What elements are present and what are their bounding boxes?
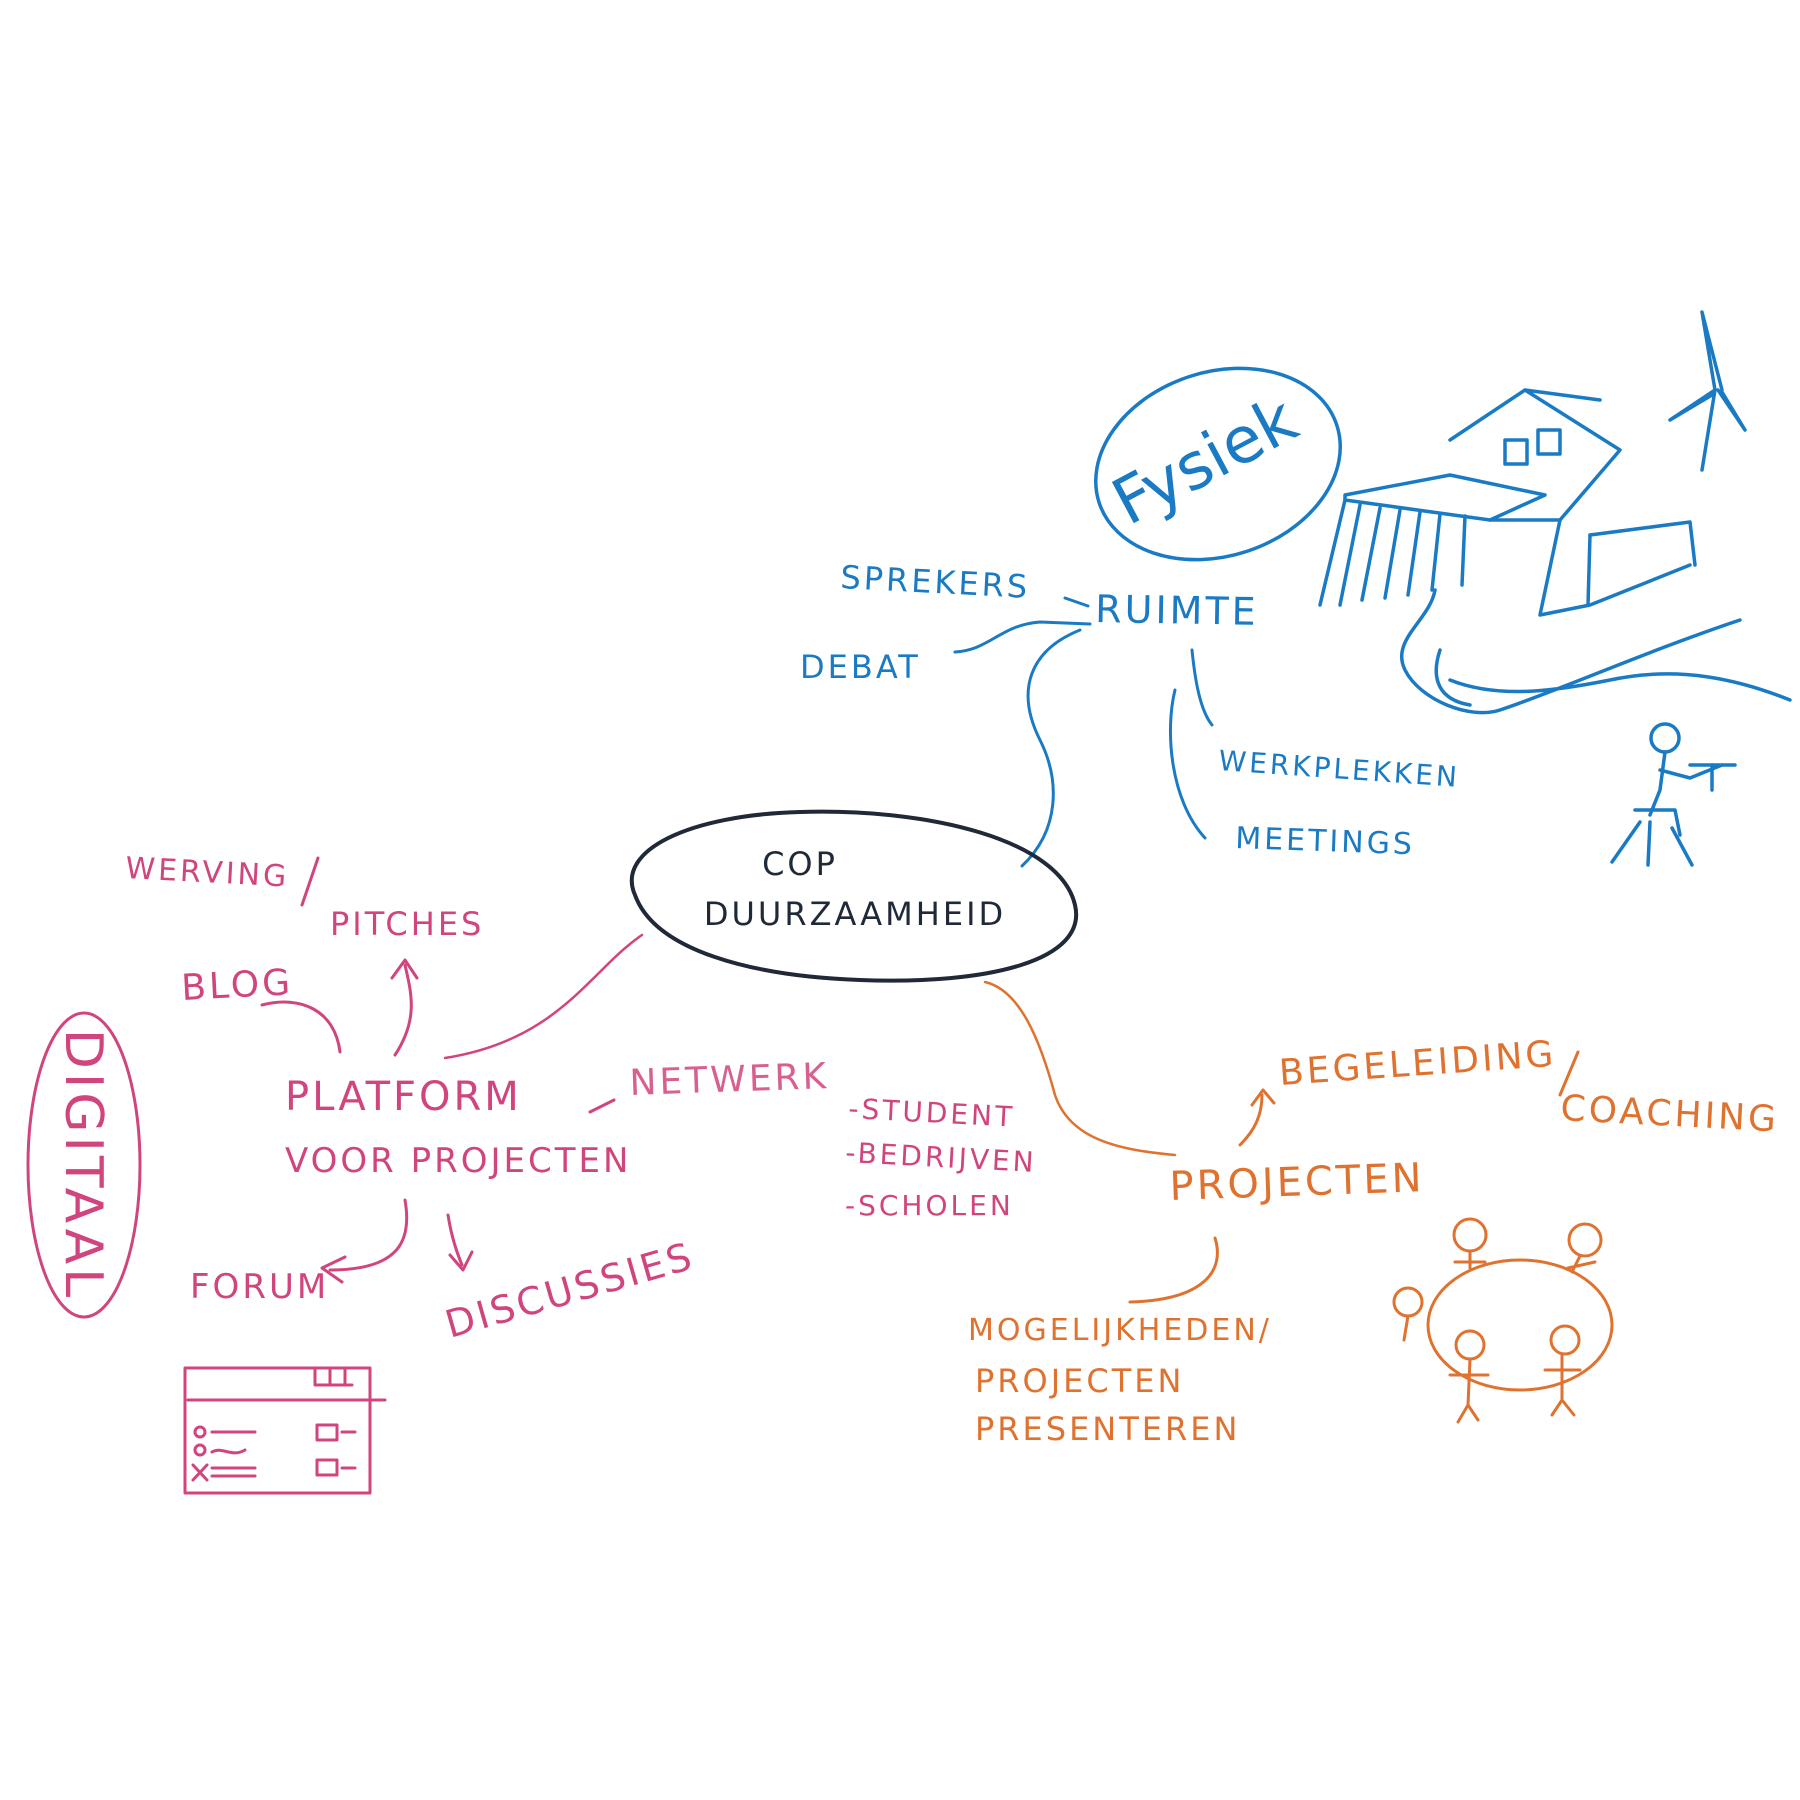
digitaal-hub-line1: PLATFORM bbox=[285, 1074, 522, 1120]
digitaal-netwerk: NETWERK bbox=[629, 1056, 830, 1104]
website-wireframe-icon bbox=[183, 1366, 387, 1495]
fysiek-ellipse bbox=[1094, 366, 1342, 562]
digitaal-ellipse bbox=[26, 1011, 142, 1319]
connector-platform-pitches bbox=[393, 963, 413, 1057]
arrowhead-pitches bbox=[390, 958, 419, 980]
building-sketch-icon bbox=[1318, 388, 1697, 617]
paper-sheet bbox=[0, 268, 1800, 1552]
connectors bbox=[260, 596, 1276, 1304]
connector-ruimte-meetings bbox=[1168, 688, 1207, 840]
center-node: COP DUURZAAMHEID bbox=[629, 809, 1079, 983]
connector-blog-platform bbox=[260, 1000, 342, 1054]
begeleiding-coaching-slash bbox=[1558, 1050, 1580, 1097]
fysiek-hub-ruimte: RUIMTE bbox=[1095, 587, 1259, 634]
person-at-desk-icon bbox=[1610, 722, 1737, 867]
projecten-hub: PROJECTEN bbox=[1169, 1155, 1425, 1210]
projecten-coaching: COACHING bbox=[1560, 1088, 1780, 1140]
arrowhead-begeleiding bbox=[1250, 1088, 1276, 1107]
projecten-mogelijkheden-line2: PROJECTEN bbox=[975, 1362, 1184, 1400]
digitaal-werving: WERVING bbox=[125, 851, 290, 895]
arrowhead-discussies bbox=[448, 1250, 474, 1272]
digitaal-hub-line2: VOOR PROJECTEN bbox=[285, 1141, 631, 1181]
connector-ruimte-werkplekken bbox=[1190, 648, 1214, 727]
connector-center-platform bbox=[443, 933, 644, 1060]
netwerk-item-scholen: -SCHOLEN bbox=[845, 1189, 1014, 1222]
connector-debat-ruimte bbox=[953, 620, 1092, 654]
fysiek-item-werkplekken: WERKPLEKKEN bbox=[1218, 744, 1461, 794]
fysiek-title: Fysiek bbox=[1101, 383, 1309, 541]
fysiek-branch: Fysiek SPREKERS DEBAT RUIMTE WERKPLEKKEN… bbox=[800, 310, 1792, 867]
digitaal-branch: DIGITAAL WERVING PITCHES BLOG PLATFORM V… bbox=[26, 851, 1038, 1495]
projecten-branch: PROJECTEN BEGELEIDING COACHING MOGELIJKH… bbox=[968, 1034, 1780, 1448]
connector-platform-forum bbox=[328, 1198, 409, 1272]
digitaal-blog: BLOG bbox=[180, 962, 294, 1009]
connector-center-projecten bbox=[983, 980, 1177, 1157]
projecten-mogelijkheden-line3: PRESENTEREN bbox=[975, 1410, 1240, 1448]
fysiek-item-meetings: MEETINGS bbox=[1235, 821, 1416, 862]
connector-projecten-begeleiding bbox=[1238, 1093, 1264, 1147]
wind-turbine-icon bbox=[1668, 310, 1747, 472]
netwerk-item-bedrijven: -BEDRIJVEN bbox=[845, 1136, 1038, 1179]
people-around-table-icon bbox=[1392, 1217, 1614, 1424]
connector-platform-netwerk bbox=[588, 1098, 616, 1114]
projecten-mogelijkheden-line1: MOGELIJKHEDEN/ bbox=[968, 1313, 1272, 1348]
digitaal-title: DIGITAAL bbox=[53, 1029, 113, 1301]
center-ellipse bbox=[629, 809, 1079, 983]
digitaal-pitches: PITCHES bbox=[330, 905, 484, 943]
center-title-line1: COP bbox=[762, 845, 838, 883]
fysiek-item-sprekers: SPREKERS bbox=[840, 558, 1032, 606]
center-title-line2: DUURZAAMHEID bbox=[704, 895, 1006, 933]
connector-center-ruimte bbox=[1020, 628, 1082, 868]
connector-platform-discussies bbox=[446, 1213, 464, 1267]
fysiek-item-debat: DEBAT bbox=[800, 648, 921, 686]
river-icon bbox=[1399, 588, 1792, 715]
netwerk-item-student: -STUDENT bbox=[848, 1092, 1016, 1134]
projecten-begeleiding: BEGELEIDING bbox=[1278, 1034, 1558, 1094]
arrowhead-forum bbox=[320, 1255, 347, 1284]
werving-pitches-slash bbox=[300, 856, 320, 907]
digitaal-forum: FORUM bbox=[190, 1267, 329, 1307]
connector-sprekers-ruimte bbox=[1063, 596, 1090, 608]
connector-projecten-mogelijkheden bbox=[1128, 1236, 1219, 1304]
digitaal-discussies: DISCUSSIES bbox=[440, 1234, 699, 1347]
